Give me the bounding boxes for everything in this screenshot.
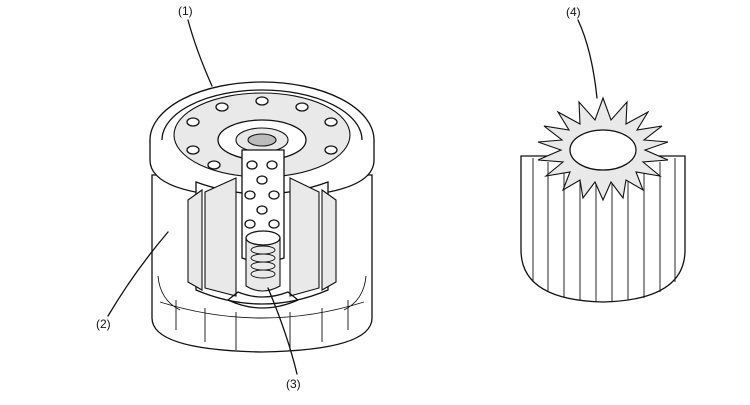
leader-line-3 (267, 287, 298, 375)
callout-3: (3) (286, 377, 301, 391)
filter-element-right-inner (289, 177, 320, 297)
relief-valve-spring (250, 245, 276, 279)
pleat-lines (532, 158, 676, 302)
leader-line-1 (187, 19, 213, 87)
leader-line-2 (107, 231, 169, 317)
callout-4: (4) (566, 5, 581, 19)
relief-valve-body (245, 237, 281, 292)
canister-bottom-panels (157, 275, 367, 350)
callout-1: (1) (178, 4, 193, 18)
callout-2: (2) (96, 317, 111, 331)
pleated-element-core (569, 129, 637, 171)
cover-holes (186, 96, 338, 170)
pleated-element (520, 96, 686, 303)
filter-element-left (187, 188, 203, 291)
filter-element-right (321, 188, 337, 291)
center-thread-hole (247, 133, 277, 147)
filter-element-left-inner (204, 177, 237, 297)
oil-filter-assembly (149, 81, 375, 353)
valve-base (227, 291, 299, 309)
relief-valve-top (245, 230, 281, 246)
leader-line-4 (577, 19, 598, 99)
center-tube-perforations (244, 160, 280, 229)
